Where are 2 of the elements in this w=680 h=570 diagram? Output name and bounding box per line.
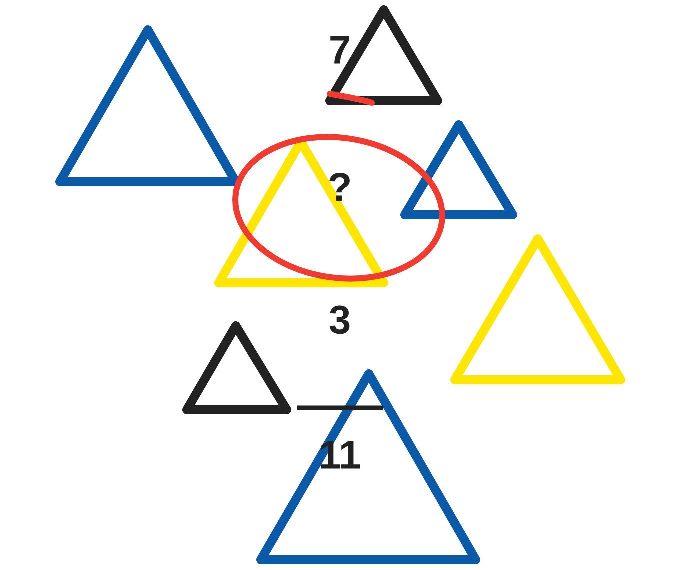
number-label: 7 xyxy=(330,36,350,64)
number-label: 3 xyxy=(330,306,350,334)
